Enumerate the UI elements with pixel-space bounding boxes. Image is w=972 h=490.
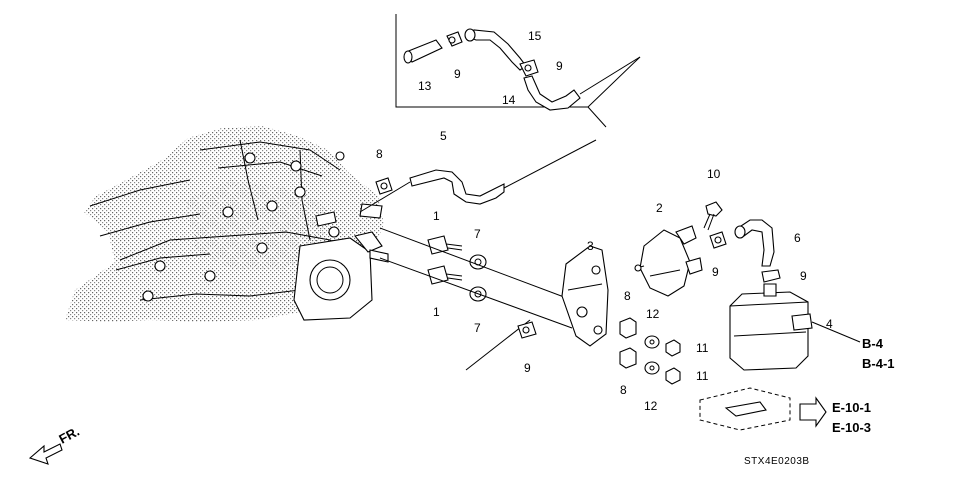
ref-e10-1: E-10-1 (832, 400, 871, 415)
bolt-10 (703, 201, 723, 231)
clamp-9-far-right (761, 269, 781, 283)
label-9-inset-b: 9 (556, 59, 563, 73)
front-direction-arrow (28, 443, 63, 465)
label-14: 14 (502, 93, 516, 107)
clamp-9-lower (517, 321, 537, 339)
grommet-8-lower (619, 347, 637, 369)
ref-b4: B-4 (862, 336, 884, 351)
washer-12-upper (644, 335, 660, 349)
washer-12-lower (644, 361, 660, 375)
bolt-1-lower (427, 265, 463, 285)
label-4: 4 (826, 317, 833, 331)
label-7-lower: 7 (474, 321, 481, 335)
grommet-8-upper (619, 317, 637, 339)
ref-b4-1: B-4-1 (862, 356, 895, 371)
nut-11-lower (665, 367, 681, 385)
label-9-inset-a: 9 (454, 67, 461, 81)
hose-5 (359, 139, 597, 213)
e10-reference-area (699, 387, 827, 431)
label-13: 13 (418, 79, 432, 93)
label-6: 6 (794, 231, 801, 245)
label-10: 10 (707, 167, 721, 181)
part-labels: 13 9 15 9 14 5 8 1 7 1 7 3 9 8 8 12 12 1… (376, 29, 833, 413)
label-9-far-right: 9 (800, 269, 807, 283)
ref-e10-3: E-10-3 (832, 420, 871, 435)
bracket-3 (561, 245, 609, 347)
label-12-upper: 12 (646, 307, 660, 321)
label-9-right: 9 (712, 265, 719, 279)
label-9-lower: 9 (524, 361, 531, 375)
inset-parts (403, 28, 641, 111)
hose-6 (734, 219, 775, 267)
label-8-upper: 8 (624, 289, 631, 303)
label-9-upper: 8 (376, 147, 383, 161)
intake-manifold (65, 126, 389, 322)
inset-frame (395, 14, 641, 128)
clamp-9-right (709, 231, 727, 249)
collar-7-lower (469, 286, 487, 302)
solenoid-valve-2 (634, 225, 703, 297)
front-direction-label: FR. (56, 424, 82, 447)
label-1-lower: 1 (433, 305, 440, 319)
reference-labels: B-4 B-4-1 E-10-1 E-10-3 (832, 336, 895, 435)
bolt-1-upper (427, 235, 463, 255)
label-1-upper: 1 (433, 209, 440, 223)
label-12-lower: 12 (644, 399, 658, 413)
label-11-upper: 11 (696, 341, 709, 355)
label-2: 2 (656, 201, 663, 215)
tank-4 (729, 283, 861, 371)
label-3: 3 (587, 239, 594, 253)
label-15: 15 (528, 29, 542, 43)
nut-11-upper (665, 339, 681, 357)
clamp-9-upper (375, 177, 393, 195)
label-5: 5 (440, 129, 447, 143)
label-7-upper: 7 (474, 227, 481, 241)
label-8-lower: 8 (620, 383, 627, 397)
label-11-lower: 11 (696, 369, 709, 383)
diagram-code: STX4E0203B (744, 456, 810, 467)
